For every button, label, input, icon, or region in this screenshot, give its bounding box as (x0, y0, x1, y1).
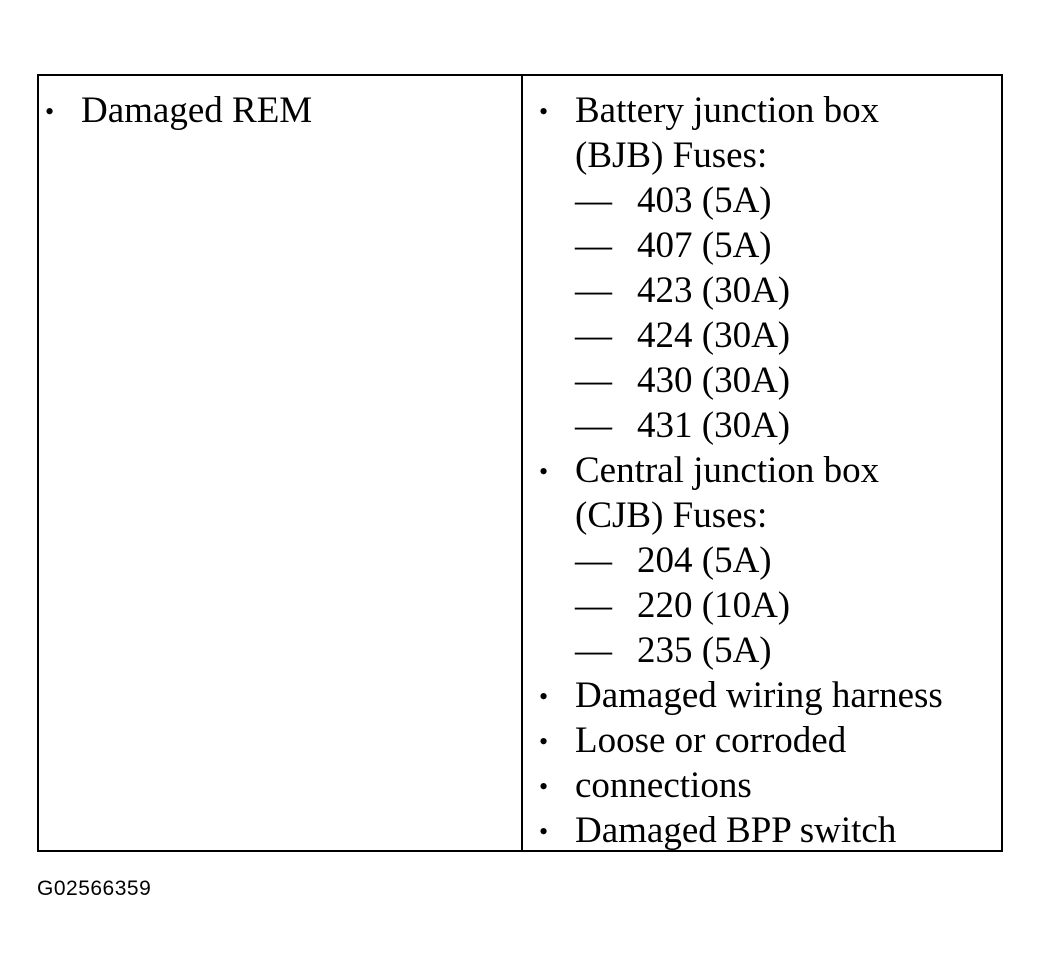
fuse-text: 431 (30A) (637, 405, 791, 446)
list-item-continuation: (BJB) Fuses: (539, 133, 1001, 178)
fuse-item: — 204 (5A) (539, 538, 1001, 583)
right-column: • Battery junction box (BJB) Fuses: — 403 … (523, 76, 1001, 853)
fuse-item: — 235 (5A) (539, 628, 1001, 673)
dash-icon: — (575, 360, 612, 401)
bullet-icon: • (539, 817, 549, 846)
figure-id-caption: G02566359 (37, 877, 152, 900)
dash-icon: — (575, 630, 612, 671)
dash-icon: — (575, 180, 612, 221)
bullet-icon: • (45, 97, 55, 126)
fuse-item: — 423 (30A) (539, 268, 1001, 313)
bullet-icon: • (539, 727, 549, 756)
item-text: Loose or corroded (575, 720, 847, 761)
bullet-icon: • (539, 772, 549, 801)
left-column: • Damaged REM (39, 76, 523, 850)
fuse-item: — 424 (30A) (539, 313, 1001, 358)
fuse-text: 423 (30A) (637, 270, 791, 311)
fuse-text: 403 (5A) (637, 180, 772, 221)
causes-table: • Damaged REM • Battery junction box (BJB)… (37, 74, 1003, 852)
fuse-text: 430 (30A) (637, 360, 791, 401)
fuse-text: 407 (5A) (637, 225, 772, 266)
fuse-text: 424 (30A) (637, 315, 791, 356)
fuse-text: 220 (10A) (637, 585, 791, 626)
fuse-item: — 407 (5A) (539, 223, 1001, 268)
dash-icon: — (575, 225, 612, 266)
item-text: Damaged wiring harness (575, 675, 943, 716)
list-item: • Central junction box (539, 448, 1001, 493)
dash-icon: — (575, 270, 612, 311)
item-text: Damaged REM (81, 90, 313, 131)
fuse-text: 235 (5A) (637, 630, 772, 671)
bullet-icon: • (539, 97, 549, 126)
dash-icon: — (575, 315, 612, 356)
bullet-icon: • (539, 457, 549, 486)
item-text: (BJB) Fuses: (575, 135, 768, 176)
item-text: Central junction box (575, 450, 880, 491)
dash-icon: — (575, 585, 612, 626)
list-item: • Loose or corroded (539, 718, 1001, 763)
fuse-text: 204 (5A) (637, 540, 772, 581)
item-text: Damaged BPP switch (575, 810, 897, 851)
list-item: • connections (539, 763, 1001, 808)
item-text: connections (575, 765, 752, 806)
fuse-item: — 403 (5A) (539, 178, 1001, 223)
dash-icon: — (575, 405, 612, 446)
item-text: Battery junction box (575, 90, 880, 131)
list-item: • Damaged BPP switch (539, 808, 1001, 853)
list-item: • Damaged REM (45, 88, 521, 133)
list-item: • Battery junction box (539, 88, 1001, 133)
list-item-continuation: (CJB) Fuses: (539, 493, 1001, 538)
list-item: • Damaged wiring harness (539, 673, 1001, 718)
fuse-item: — 430 (30A) (539, 358, 1001, 403)
bullet-icon: • (539, 682, 549, 711)
fuse-item: — 431 (30A) (539, 403, 1001, 448)
fuse-item: — 220 (10A) (539, 583, 1001, 628)
item-text: (CJB) Fuses: (575, 495, 768, 536)
dash-icon: — (575, 540, 612, 581)
